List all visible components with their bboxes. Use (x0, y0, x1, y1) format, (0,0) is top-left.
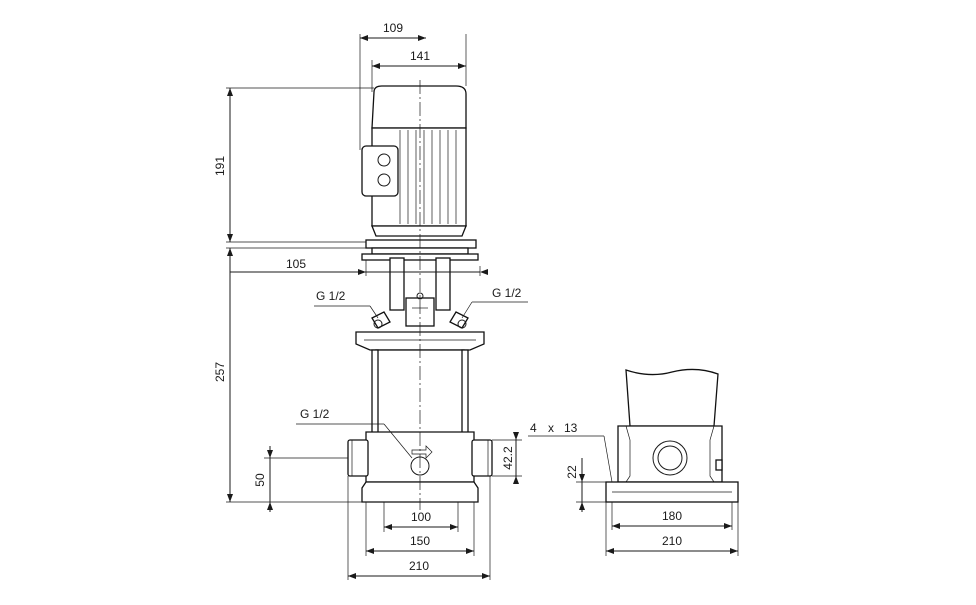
dim-motor-height: 191 (213, 87, 374, 243)
side-sleeve (625, 368, 719, 427)
dim-label-257: 257 (213, 362, 227, 382)
base-plate-front (361, 481, 479, 503)
dim-bolt-spacing-side: 180 (611, 502, 733, 530)
callout-drain: G 1/2 (296, 407, 413, 459)
cable-gland-bottom (377, 173, 391, 187)
dim-label-150: 150 (410, 534, 430, 548)
outlet-pipe (471, 439, 493, 477)
dim-inlet-height: 50 (253, 446, 348, 512)
flow-arrow-icon (411, 445, 433, 459)
inlet-pipe (347, 439, 369, 477)
label-vent-right: G 1/2 (492, 286, 522, 300)
coupling-guard-right (435, 257, 451, 311)
dim-label-191: 191 (213, 156, 227, 176)
dim-label-109: 109 (383, 21, 403, 35)
dim-label-180: 180 (662, 509, 682, 523)
dim-motor-depth: 109 (359, 21, 467, 150)
dim-label-105: 105 (286, 257, 306, 271)
motor-top-cap (371, 85, 467, 129)
motor-cooling-fins (399, 130, 457, 224)
motor-skirt (371, 225, 467, 237)
dim-label-210-front: 210 (409, 559, 429, 573)
dim-label-22: 22 (565, 465, 579, 479)
callout-vent-right: G 1/2 (461, 286, 528, 319)
motor-front (361, 85, 477, 255)
dim-motor-width: 141 (371, 49, 466, 92)
label-holes-count: 4 (530, 421, 537, 435)
vent-nut-right (457, 319, 467, 329)
dim-base-width-front: 210 (347, 476, 491, 580)
dim-label-141: 141 (410, 49, 430, 63)
callout-holes: 4 x 13 (528, 421, 613, 483)
label-vent-left: G 1/2 (316, 289, 346, 303)
dim-outlet-offset: 42.2 (492, 432, 522, 484)
callout-vent-left: G 1/2 (314, 289, 379, 319)
dim-label-50: 50 (253, 473, 267, 487)
cable-gland-top (377, 153, 391, 167)
dim-base-width-side: 210 (605, 502, 739, 556)
pump-side-view (605, 368, 739, 503)
vent-nut-left (373, 319, 383, 329)
dim-pump-height: 257 (213, 248, 362, 503)
terminal-box (361, 145, 399, 197)
dim-label-42-2: 42.2 (501, 446, 515, 470)
dim-base-thickness: 22 (565, 458, 606, 512)
dim-label-100: 100 (411, 510, 431, 524)
motor-flange (365, 239, 477, 249)
side-port-outer (652, 440, 688, 476)
dim-coupling-offset: 105 (226, 247, 488, 276)
side-chamber (617, 425, 723, 483)
label-holes-x: x (548, 421, 554, 435)
label-holes-diameter: 13 (564, 421, 578, 435)
dim-flange-width-front: 150 (365, 502, 475, 556)
side-drain-plug (715, 459, 723, 471)
side-port-inner (657, 445, 683, 471)
dim-bolt-spacing-front: 100 (383, 502, 459, 532)
coupling-guard-left (389, 257, 405, 311)
label-drain: G 1/2 (300, 407, 330, 421)
dim-label-210-side: 210 (662, 534, 682, 548)
coupling-shaft (416, 292, 424, 300)
